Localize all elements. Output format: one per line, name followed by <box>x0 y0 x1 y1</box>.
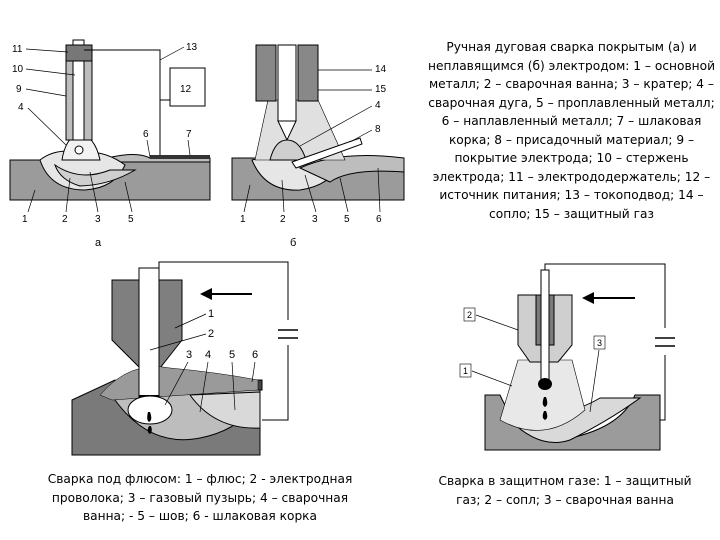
label-box-gas-3 <box>593 335 606 350</box>
leader-a-7 <box>187 139 191 156</box>
label-box-gas-1 <box>459 363 472 378</box>
nozzle-b-left <box>255 44 277 102</box>
label-b-3: 3 <box>312 214 318 225</box>
electrode-wire-gas <box>540 269 550 381</box>
caption-flux: Сварка под флюсом: 1 – флюс; 2 - электро… <box>47 472 353 523</box>
label-gas-2: 2 <box>467 310 472 320</box>
label-a-6: 6 <box>143 129 149 140</box>
label-b-2: 2 <box>280 214 286 225</box>
leader-a-13 <box>159 46 185 61</box>
leader-a-10 <box>25 68 76 76</box>
arc-b <box>269 139 307 161</box>
label-b-8: 8 <box>375 124 381 135</box>
electrode-wire-flux <box>138 267 160 401</box>
label-b-14: 14 <box>375 64 387 75</box>
direction-arrowhead-flux <box>200 288 212 300</box>
label-b-6: 6 <box>376 214 382 225</box>
leader-flux-3 <box>164 361 189 406</box>
leader-gas-2 <box>475 314 519 331</box>
leader-b-5 <box>339 177 349 213</box>
circuit-gas <box>544 263 666 328</box>
leader-gas-3 <box>589 349 600 413</box>
gas-bubble-flux <box>127 395 173 425</box>
droplet-gas-1 <box>542 397 548 407</box>
droplet-flux-1 <box>147 412 152 422</box>
label-gas-1: 1 <box>463 366 468 376</box>
tungsten-electrode-b <box>277 44 297 122</box>
circuit-flux <box>158 261 289 320</box>
electrode-core-a <box>72 39 85 141</box>
circuit-flux-ground <box>262 345 289 421</box>
penetration-a <box>54 163 137 187</box>
leader-flux-2 <box>149 333 207 351</box>
droplet-flux-2 <box>147 426 152 434</box>
caption-top: Ручная дуговая сварка покрытым (а) и неп… <box>427 40 715 221</box>
label-flux-5: 5 <box>229 349 235 361</box>
leader-a-1 <box>27 189 36 213</box>
seam-flux <box>189 391 261 429</box>
label-a-7: 7 <box>186 129 192 140</box>
leader-b-8 <box>349 129 373 143</box>
power-source-label: 12 <box>180 84 192 95</box>
leader-a-4 <box>27 107 67 146</box>
leader-b-2 <box>281 179 285 213</box>
leader-flux-4 <box>199 361 209 413</box>
label-flux-1: 1 <box>208 308 214 320</box>
leader-flux-5 <box>231 361 236 411</box>
shield-gas-cone <box>499 359 586 431</box>
label-flux-3: 3 <box>186 349 192 361</box>
power-source-a <box>169 67 206 107</box>
diagram-a: 12 11 10 9 4 13 6 7 1 2 3 5 а <box>9 39 211 249</box>
leader-a-3 <box>89 171 99 213</box>
sublabel-b: б <box>290 237 296 249</box>
label-b-15: 15 <box>375 84 387 95</box>
label-box-gas-2 <box>463 307 476 322</box>
label-a-1: 1 <box>22 214 28 225</box>
direction-arrowhead-gas <box>582 292 594 304</box>
label-a-11: 11 <box>12 44 23 55</box>
leader-b-3 <box>304 174 317 213</box>
droplet-gas-2 <box>542 411 548 420</box>
leader-flux-1 <box>174 313 207 329</box>
leader-b-6 <box>377 167 381 213</box>
wire-tip-gas <box>538 378 552 390</box>
leader-gas-1 <box>471 370 513 387</box>
label-b-4: 4 <box>375 100 381 111</box>
label-a-2: 2 <box>62 214 68 225</box>
label-a-5: 5 <box>128 214 134 225</box>
power-lead-a <box>84 49 170 101</box>
label-flux-2: 2 <box>208 328 214 340</box>
leader-a-2 <box>65 177 71 213</box>
caption-gas: Сварка в защитном газе: 1 – защитный газ… <box>438 474 692 507</box>
electrode-holder-a <box>65 44 93 62</box>
label-a-4: 4 <box>18 102 24 113</box>
diagram-flux: 1 2 3 4 5 6 <box>71 261 298 456</box>
diagram-b: 14 15 4 8 1 2 3 5 6 б <box>231 44 405 249</box>
sublabel-a: а <box>95 237 102 249</box>
label-flux-4: 4 <box>205 349 211 361</box>
label-a-9: 9 <box>16 84 22 95</box>
droplet-a <box>74 145 84 155</box>
leader-a-9 <box>25 88 67 97</box>
filler-rod-b <box>291 137 363 169</box>
label-b-5: 5 <box>344 214 350 225</box>
leader-a-5 <box>124 181 133 213</box>
label-b-1: 1 <box>240 214 246 225</box>
slag-crust-a <box>150 155 210 159</box>
leader-b-1 <box>243 184 251 213</box>
label-a-10: 10 <box>12 64 24 75</box>
electrode-tip-b <box>277 120 297 142</box>
leader-flux-6 <box>251 361 256 383</box>
label-gas-3: 3 <box>597 338 602 348</box>
leader-a-11 <box>25 48 69 53</box>
label-flux-6: 6 <box>252 349 258 361</box>
nozzle-b-right <box>297 44 319 102</box>
label-a-13: 13 <box>186 42 198 53</box>
label-a-3: 3 <box>95 214 101 225</box>
leader-a-6 <box>146 139 151 158</box>
circuit-gas-ground <box>660 355 666 421</box>
diagram-gas: 2 1 3 <box>459 263 675 451</box>
leader-b-4 <box>299 105 373 147</box>
